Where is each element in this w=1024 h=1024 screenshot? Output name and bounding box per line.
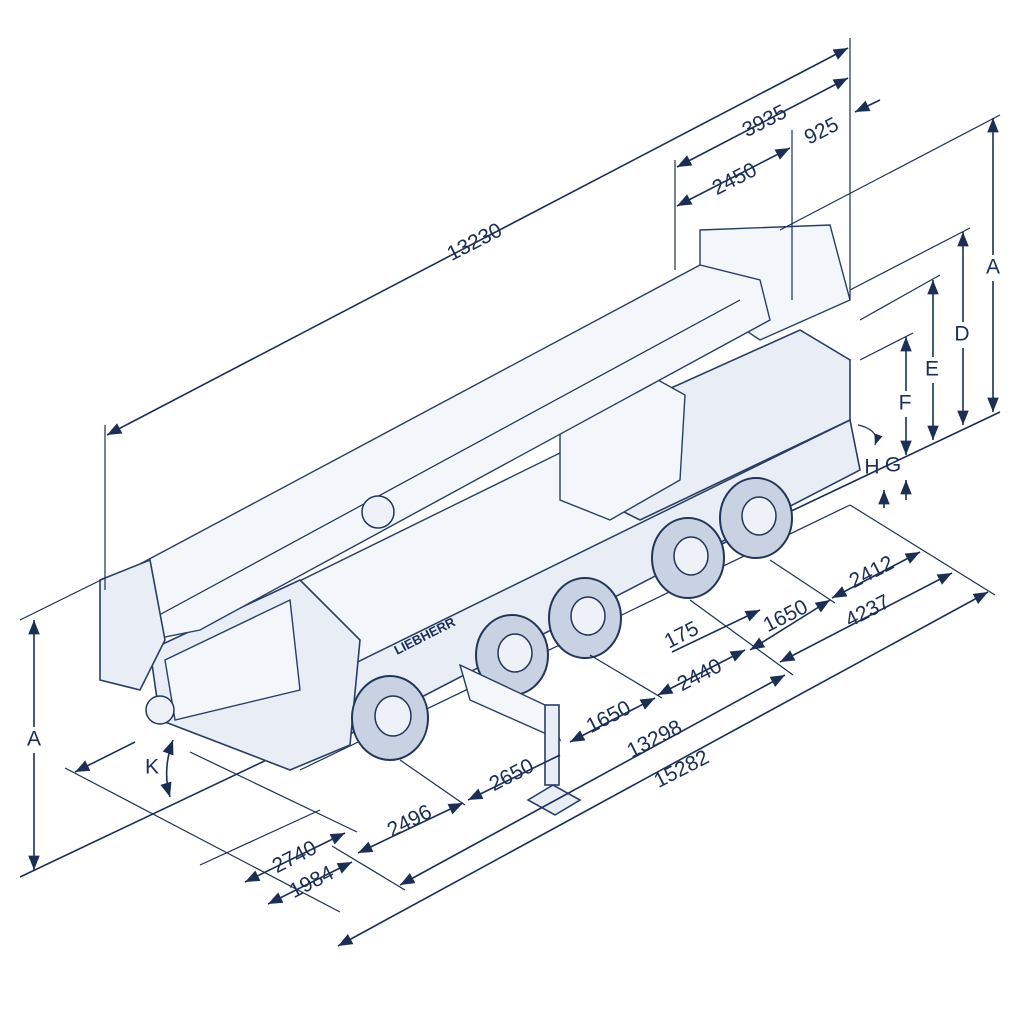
boom-head [99, 558, 166, 691]
dim-175: 175 [661, 617, 703, 653]
dim-4237: 4237 [842, 590, 894, 632]
hook-block [145, 695, 175, 725]
dim-H: H [864, 456, 879, 479]
dim-15282: 15282 [650, 746, 712, 793]
dim-2450: 2450 [709, 158, 761, 200]
outrigger-jack [544, 704, 560, 786]
dim-G: G [885, 454, 901, 477]
dim-2496: 2496 [384, 800, 436, 842]
dim-2650: 2650 [486, 754, 538, 796]
dim-1650-rear: 1650 [760, 595, 812, 637]
dim-925: 925 [801, 113, 843, 149]
dim-D: D [954, 323, 969, 346]
dim-E: E [925, 358, 939, 381]
dim-1650-front: 1650 [583, 696, 635, 738]
dim-2412: 2412 [846, 551, 898, 593]
driver-cab-windshield [164, 598, 301, 721]
dim-K: K [145, 756, 159, 779]
dim-F: F [899, 392, 912, 415]
dim-A-left: A [27, 728, 41, 751]
dim-13298: 13298 [623, 716, 685, 763]
dim-2440: 2440 [674, 654, 726, 696]
crane-illustration: LIEBHERR [99, 224, 861, 816]
dim-A-right: A [986, 256, 1000, 279]
dim-3935: 3935 [739, 100, 791, 142]
dim-13230: 13230 [443, 219, 505, 266]
luffing-cylinder-pivot [361, 495, 395, 529]
